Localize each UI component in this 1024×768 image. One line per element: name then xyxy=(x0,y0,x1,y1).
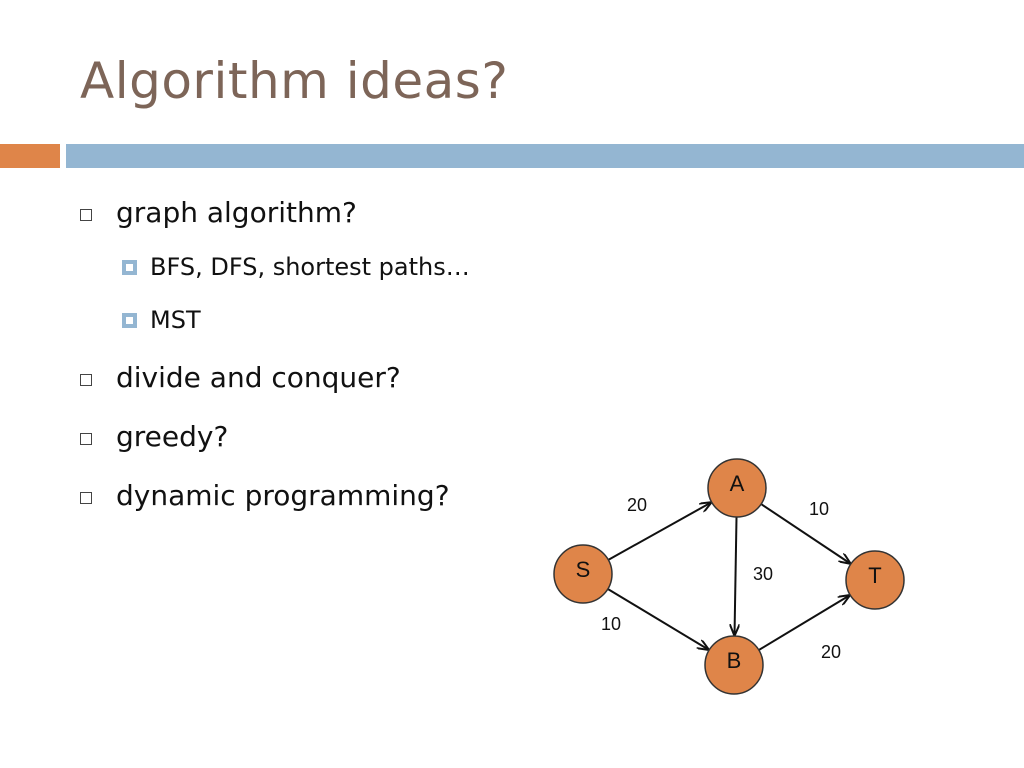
sub-bullet-text: BFS, DFS, shortest paths… xyxy=(150,253,470,281)
square-bullet-icon xyxy=(80,374,92,386)
edge-a-b xyxy=(735,516,737,635)
square-bullet-icon xyxy=(80,209,92,221)
accent-bar-blue xyxy=(66,144,1024,168)
graph-node-a xyxy=(707,458,767,518)
edge-weight-label: 30 xyxy=(753,564,773,584)
slide-title: Algorithm ideas? xyxy=(80,52,509,110)
edge-s-b xyxy=(607,588,708,650)
edge-weight-label: 20 xyxy=(821,642,841,662)
bullet-text: divide and conquer? xyxy=(116,361,401,394)
square-bullet-icon xyxy=(80,433,92,445)
sub-bullet-text: MST xyxy=(150,306,201,334)
graph-node-t xyxy=(845,550,905,610)
square-bullet-icon xyxy=(80,492,92,504)
edge-s-a xyxy=(607,503,710,561)
graph-node-label: B xyxy=(727,648,742,673)
edge-weight-label: 20 xyxy=(627,495,647,515)
square-sub-bullet-icon xyxy=(122,313,137,328)
graph-node-label: T xyxy=(868,563,881,588)
graph-node-s xyxy=(553,544,613,604)
edge-b-t xyxy=(758,595,849,651)
graph-node-b xyxy=(704,635,764,695)
edge-weight-label: 10 xyxy=(809,499,829,519)
bullet-text: dynamic programming? xyxy=(116,479,450,512)
accent-bar-orange xyxy=(0,144,60,168)
edge-weight-label: 10 xyxy=(601,614,621,634)
graph-node-label: S xyxy=(576,557,591,582)
bullet-text: graph algorithm? xyxy=(116,196,357,229)
square-sub-bullet-icon xyxy=(122,260,137,275)
bullet-text: greedy? xyxy=(116,420,229,453)
graph-node-label: A xyxy=(730,471,745,496)
edge-a-t xyxy=(760,503,850,563)
